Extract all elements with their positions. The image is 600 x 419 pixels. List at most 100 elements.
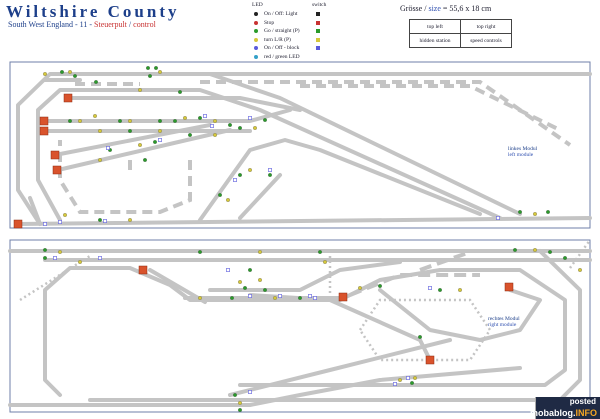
led-indicator[interactable]	[153, 140, 157, 144]
led-indicator[interactable]	[518, 210, 522, 214]
led-indicator[interactable]	[198, 250, 202, 254]
led-indicator[interactable]	[138, 143, 142, 147]
block-switch[interactable]	[248, 116, 252, 120]
led-indicator[interactable]	[198, 116, 202, 120]
led-indicator[interactable]	[128, 129, 132, 133]
led-indicator[interactable]	[253, 126, 257, 130]
block-switch[interactable]	[226, 268, 230, 272]
block-switch[interactable]	[43, 222, 47, 226]
block-switch[interactable]	[248, 390, 252, 394]
led-indicator[interactable]	[413, 376, 417, 380]
block-marker[interactable]	[504, 282, 514, 292]
led-indicator[interactable]	[98, 158, 102, 162]
led-indicator[interactable]	[98, 129, 102, 133]
led-indicator[interactable]	[563, 256, 567, 260]
led-indicator[interactable]	[198, 296, 202, 300]
led-indicator[interactable]	[158, 129, 162, 133]
led-indicator[interactable]	[154, 66, 158, 70]
block-switch[interactable]	[428, 286, 432, 290]
block-marker[interactable]	[425, 355, 435, 365]
led-indicator[interactable]	[268, 173, 272, 177]
led-indicator[interactable]	[238, 280, 242, 284]
block-switch[interactable]	[58, 220, 62, 224]
led-indicator[interactable]	[118, 119, 122, 123]
led-indicator[interactable]	[248, 268, 252, 272]
led-indicator[interactable]	[228, 123, 232, 127]
led-indicator[interactable]	[238, 173, 242, 177]
led-indicator[interactable]	[578, 268, 582, 272]
led-indicator[interactable]	[243, 286, 247, 290]
led-indicator[interactable]	[226, 198, 230, 202]
block-marker[interactable]	[52, 165, 62, 175]
led-indicator[interactable]	[318, 250, 322, 254]
led-indicator[interactable]	[43, 248, 47, 252]
led-indicator[interactable]	[358, 286, 362, 290]
led-indicator[interactable]	[248, 168, 252, 172]
led-indicator[interactable]	[218, 193, 222, 197]
led-indicator[interactable]	[533, 248, 537, 252]
led-indicator[interactable]	[263, 288, 267, 292]
block-switch[interactable]	[53, 256, 57, 260]
led-indicator[interactable]	[230, 296, 234, 300]
led-indicator[interactable]	[298, 296, 302, 300]
led-indicator[interactable]	[94, 80, 98, 84]
block-switch[interactable]	[393, 382, 397, 386]
led-indicator[interactable]	[78, 119, 82, 123]
led-indicator[interactable]	[238, 408, 242, 412]
led-indicator[interactable]	[213, 133, 217, 137]
led-indicator[interactable]	[43, 256, 47, 260]
led-indicator[interactable]	[128, 218, 132, 222]
block-switch[interactable]	[268, 168, 272, 172]
block-marker[interactable]	[39, 126, 49, 136]
led-indicator[interactable]	[548, 250, 552, 254]
block-marker[interactable]	[50, 150, 60, 160]
block-switch[interactable]	[248, 294, 252, 298]
led-indicator[interactable]	[398, 378, 402, 382]
led-indicator[interactable]	[213, 119, 217, 123]
block-switch[interactable]	[210, 124, 214, 128]
led-indicator[interactable]	[438, 288, 442, 292]
block-marker[interactable]	[63, 93, 73, 103]
block-marker[interactable]	[138, 265, 148, 275]
led-indicator[interactable]	[98, 218, 102, 222]
block-switch[interactable]	[106, 146, 110, 150]
block-switch[interactable]	[158, 138, 162, 142]
led-indicator[interactable]	[158, 70, 162, 74]
led-indicator[interactable]	[188, 133, 192, 137]
led-indicator[interactable]	[263, 118, 267, 122]
led-indicator[interactable]	[513, 248, 517, 252]
led-indicator[interactable]	[323, 260, 327, 264]
led-indicator[interactable]	[183, 116, 187, 120]
led-indicator[interactable]	[60, 70, 64, 74]
led-indicator[interactable]	[238, 126, 242, 130]
block-switch[interactable]	[278, 294, 282, 298]
led-indicator[interactable]	[533, 212, 537, 216]
led-indicator[interactable]	[58, 250, 62, 254]
led-indicator[interactable]	[158, 119, 162, 123]
led-indicator[interactable]	[233, 393, 237, 397]
led-indicator[interactable]	[73, 74, 77, 78]
led-indicator[interactable]	[258, 250, 262, 254]
led-indicator[interactable]	[418, 335, 422, 339]
block-switch[interactable]	[203, 114, 207, 118]
led-indicator[interactable]	[273, 296, 277, 300]
block-marker[interactable]	[338, 292, 348, 302]
led-indicator[interactable]	[546, 210, 550, 214]
block-marker[interactable]	[13, 219, 23, 229]
block-switch[interactable]	[313, 296, 317, 300]
block-switch[interactable]	[496, 216, 500, 220]
led-indicator[interactable]	[148, 74, 152, 78]
led-indicator[interactable]	[146, 66, 150, 70]
block-switch[interactable]	[103, 219, 107, 223]
led-indicator[interactable]	[68, 119, 72, 123]
led-indicator[interactable]	[68, 70, 72, 74]
block-switch[interactable]	[233, 178, 237, 182]
led-indicator[interactable]	[143, 158, 147, 162]
led-indicator[interactable]	[458, 288, 462, 292]
led-indicator[interactable]	[138, 88, 142, 92]
block-marker[interactable]	[39, 116, 49, 126]
led-indicator[interactable]	[258, 278, 262, 282]
led-indicator[interactable]	[173, 119, 177, 123]
led-indicator[interactable]	[43, 72, 47, 76]
led-indicator[interactable]	[78, 260, 82, 264]
